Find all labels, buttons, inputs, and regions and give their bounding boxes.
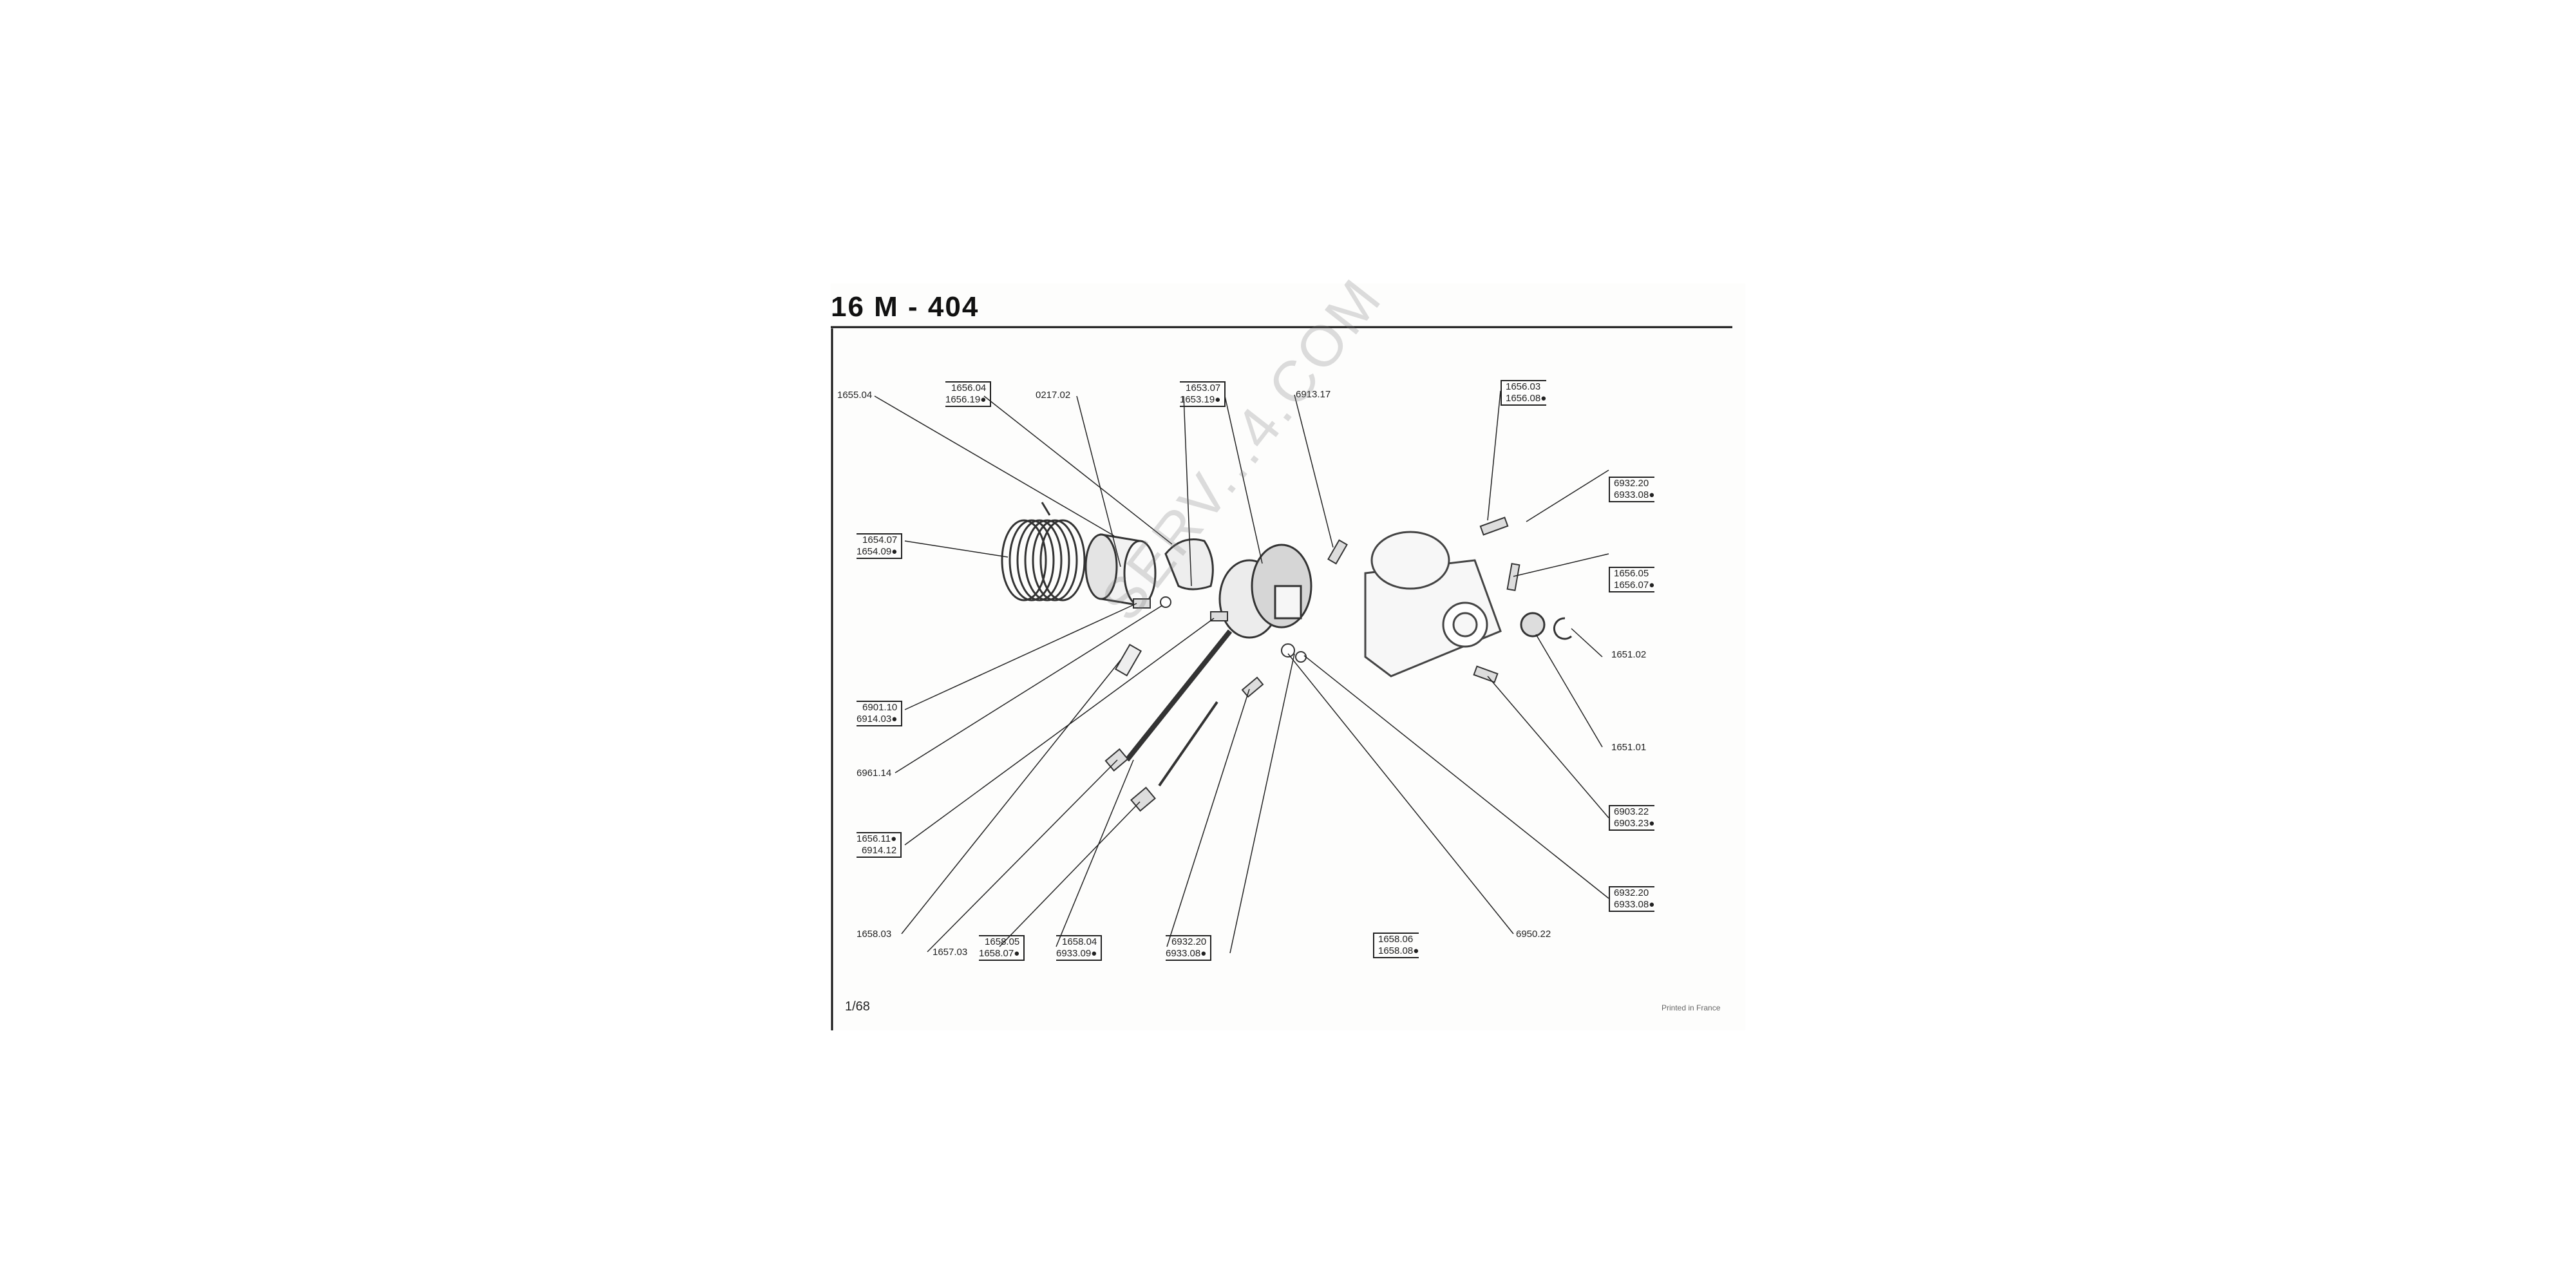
label-group-1653-07: 1653.07 1653.19●: [1180, 381, 1226, 407]
label-1656-19: 1656.19●: [945, 394, 987, 405]
circlip: [1553, 617, 1572, 640]
label-1651-01: 1651.01: [1611, 742, 1647, 753]
label-1656-11: 1656.11●: [857, 833, 897, 844]
label-6933-08a: 6933.08●: [1614, 489, 1655, 500]
label-6932-20a: 6932.20: [1614, 478, 1649, 489]
label-group-1656-03: 1656.03 1656.08●: [1501, 380, 1547, 406]
linkage-rod: [1158, 701, 1218, 787]
label-6932-20b: 6932.20: [1614, 887, 1649, 898]
label-group-1656-05: 1656.05 1656.07●: [1609, 567, 1655, 592]
nut-6932-20: [1241, 676, 1264, 698]
screw-6903-22: [1473, 665, 1499, 683]
label-1658-04: 1658.04: [1062, 936, 1097, 947]
label-6933-09: 6933.09●: [1056, 948, 1097, 959]
label-group-1656-11: 1656.11● 6914.12: [857, 832, 902, 858]
label-6950-22: 6950.22: [1516, 929, 1551, 940]
label-1656-03: 1656.03: [1506, 381, 1541, 392]
diagram-page: 16 M - 404: [831, 267, 1745, 1030]
label-1658-05: 1658.05: [985, 936, 1020, 947]
label-1655-04: 1655.04: [837, 390, 873, 401]
leader-lines: [874, 390, 1609, 954]
label-6903-23: 6903.23●: [1614, 818, 1655, 829]
label-6914-03: 6914.03●: [857, 714, 898, 724]
label-1656-05: 1656.05: [1614, 568, 1649, 579]
label-1651-02: 1651.02: [1611, 649, 1647, 660]
screw-1656-05: [1506, 563, 1520, 591]
screw-1656-11: [1210, 611, 1228, 621]
label-6913-17: 6913.17: [1296, 389, 1331, 400]
housing: [1364, 531, 1502, 677]
label-1657-03: 1657.03: [933, 947, 968, 958]
label-6933-08b: 6933.08●: [1614, 899, 1655, 910]
label-1656-08: 1656.08●: [1506, 393, 1547, 404]
label-1653-07: 1653.07: [1186, 383, 1221, 393]
washer-1658-06: [1295, 651, 1307, 663]
screw-6913-17: [1327, 539, 1348, 565]
label-group-1658-04: 1658.04 6933.09●: [1056, 935, 1103, 961]
label-group-6903-22: 6903.22 6903.23●: [1609, 805, 1655, 831]
label-6914-12: 6914.12: [861, 845, 897, 856]
shaft-rod: [1124, 629, 1233, 762]
page-title: 16 M - 404: [831, 291, 980, 323]
screw-1656-03: [1479, 516, 1509, 536]
label-1658-06: 1658.06: [1378, 934, 1414, 945]
label-6932-20c: 6932.20: [1171, 936, 1207, 947]
exploded-parts-diagram: [831, 326, 1732, 1030]
lever-plate: [1164, 538, 1214, 591]
label-group-1654-07: 1654.07 1654.09●: [857, 533, 903, 559]
label-group-6932-20c: 6932.20 6933.08●: [1166, 935, 1212, 961]
label-1656-07: 1656.07●: [1614, 580, 1655, 591]
label-group-1658-05: 1658.05 1658.07●: [979, 935, 1025, 961]
washer: [1520, 612, 1546, 638]
label-1658-03: 1658.03: [857, 929, 892, 940]
coil-spring: [1001, 502, 1086, 601]
label-6933-08c: 6933.08●: [1166, 948, 1207, 959]
label-group-6932-20b: 6932.20 6933.08●: [1609, 886, 1655, 912]
bolt-6901-10: [1133, 598, 1151, 609]
regulator-body: [1218, 544, 1312, 639]
label-group-6901-10: 6901.10 6914.03●: [857, 701, 903, 726]
printed-note: Printed in France: [1662, 1003, 1721, 1012]
label-1658-08: 1658.08●: [1378, 945, 1419, 956]
label-0217-02: 0217.02: [1036, 390, 1071, 401]
fitting-1658-03: [1114, 643, 1142, 677]
label-group-1656-04: 1656.04 1656.19●: [945, 381, 992, 407]
washer-6961-14: [1160, 596, 1171, 608]
label-group-6932-20a: 6932.20 6933.08●: [1609, 477, 1655, 502]
washer-6950-22: [1281, 643, 1295, 658]
label-group-1658-06: 1658.06 1658.08●: [1373, 933, 1419, 958]
label-1658-07: 1658.07●: [979, 948, 1020, 959]
drum-cover: [1084, 533, 1157, 607]
label-1656-04: 1656.04: [951, 383, 987, 393]
label-6961-14: 6961.14: [857, 768, 892, 779]
label-6901-10: 6901.10: [862, 702, 898, 713]
label-6903-22: 6903.22: [1614, 806, 1649, 817]
page-number: 1/68: [845, 999, 870, 1014]
label-1654-09: 1654.09●: [857, 546, 898, 557]
label-1654-07: 1654.07: [862, 535, 898, 545]
label-1653-19: 1653.19●: [1180, 394, 1221, 405]
